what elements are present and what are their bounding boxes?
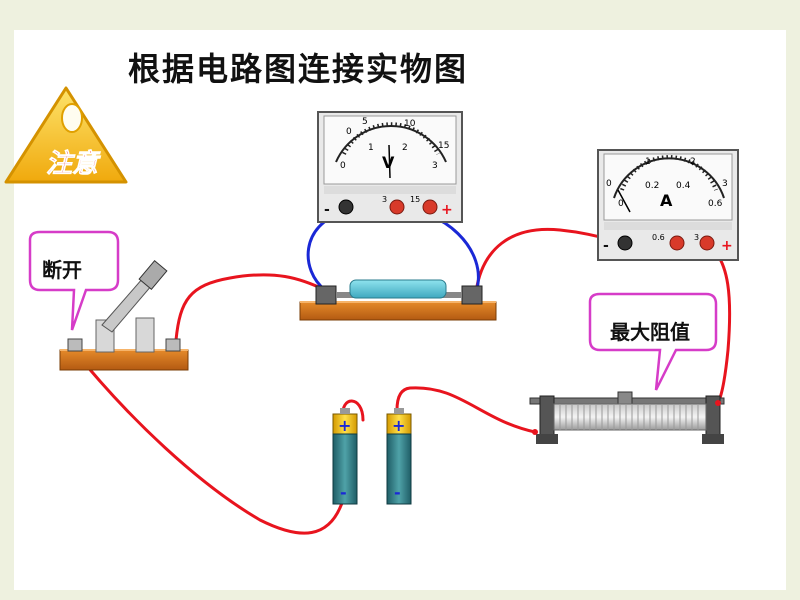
warning-badge xyxy=(4,86,128,184)
resistor xyxy=(299,279,497,321)
battery-left-plus: + xyxy=(338,416,351,435)
voltmeter-top-10: 10 xyxy=(404,119,416,129)
ammeter-terminal-3: 3 xyxy=(694,233,699,242)
battery-right: + - xyxy=(386,408,412,505)
voltmeter: 0 5 10 15 0 1 2 3 V - 3 15 + xyxy=(317,111,463,223)
callout-switch-text: 断开 xyxy=(42,258,82,282)
voltmeter-terminal-plus: + xyxy=(441,202,453,218)
voltmeter-top-15: 15 xyxy=(438,141,449,151)
ammeter-terminal-plus: + xyxy=(721,238,733,254)
voltmeter-symbol: V xyxy=(382,153,395,172)
ammeter-bottom-06: 0.6 xyxy=(708,199,723,209)
ammeter-bottom-02: 0.2 xyxy=(645,181,659,191)
page-title: 根据电路图连接实物图 xyxy=(128,50,469,88)
voltmeter-bottom-1: 1 xyxy=(368,143,374,153)
knife-switch xyxy=(59,259,189,371)
wire-ammeter-to-rheostat xyxy=(706,243,732,405)
voltmeter-terminal-15: 15 xyxy=(410,195,420,204)
callout-rheostat-text: 最大阻值 xyxy=(610,320,690,344)
voltmeter-bottom-3: 3 xyxy=(432,161,438,171)
ammeter-top-0: 0 xyxy=(606,179,612,189)
battery-left-minus: - xyxy=(340,483,347,502)
warning-badge-text: 注意 xyxy=(46,149,101,179)
battery-left: + - xyxy=(332,408,358,505)
battery-right-plus: + xyxy=(392,416,405,435)
ammeter-terminal-minus: - xyxy=(603,238,609,254)
callout-rheostat-bubble xyxy=(588,292,718,391)
wire-rheostat-to-battery xyxy=(395,386,537,434)
ammeter-bottom-0: 0 xyxy=(618,199,624,209)
voltmeter-bottom-2: 2 xyxy=(402,143,408,153)
callout-switch-bubble xyxy=(28,230,120,331)
voltmeter-bottom-0: 0 xyxy=(340,161,346,171)
voltmeter-terminal-3: 3 xyxy=(382,195,387,204)
voltmeter-top-0: 0 xyxy=(346,127,352,137)
ammeter-top-2: 2 xyxy=(690,157,696,167)
voltmeter-terminal-minus: - xyxy=(324,202,330,218)
wire-switch-to-resistor xyxy=(174,273,327,342)
battery-right-minus: - xyxy=(394,483,401,502)
ammeter-top-3: 3 xyxy=(722,179,728,189)
voltmeter-top-5: 5 xyxy=(362,117,368,127)
wire-battery-to-switch xyxy=(70,346,345,535)
ammeter-symbol: A xyxy=(660,191,673,210)
ammeter-terminal-06: 0.6 xyxy=(652,233,665,242)
ammeter-top-1: 1 xyxy=(645,157,651,167)
ammeter: 0 1 2 3 0 0.2 0.4 0.6 A - 0.6 3 + xyxy=(597,149,739,261)
ammeter-bottom-04: 0.4 xyxy=(676,181,691,191)
rheostat xyxy=(529,391,725,444)
